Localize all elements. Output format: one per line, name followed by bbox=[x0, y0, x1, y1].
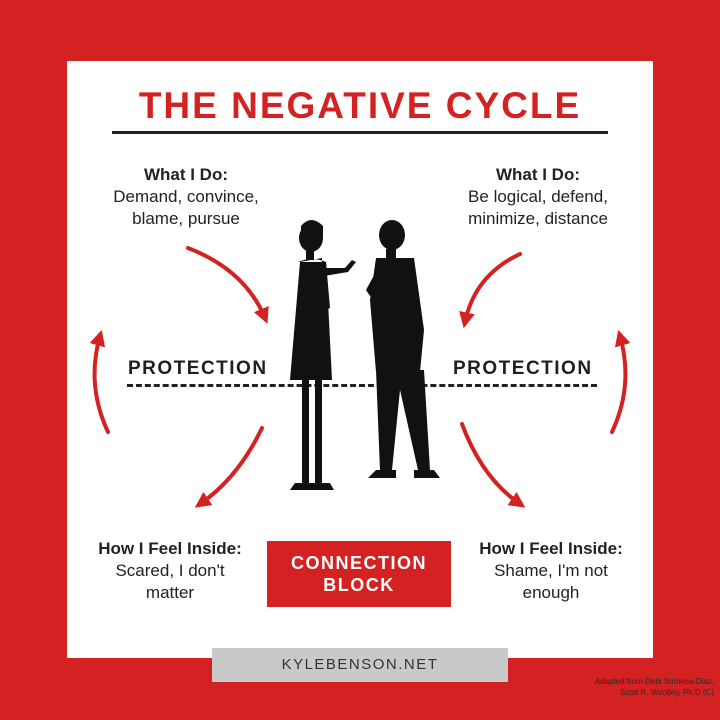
protection-label-right: PROTECTION bbox=[453, 358, 593, 379]
curved-arrow-icon bbox=[194, 426, 264, 508]
left-what-i-do: What I Do: Demand, convince, blame, purs… bbox=[76, 164, 296, 230]
curved-arrow-icon bbox=[460, 422, 526, 508]
connection-block-line1: CONNECTION bbox=[291, 553, 427, 573]
left-feel-text: Scared, I don't matter bbox=[115, 561, 225, 602]
man-silhouette-icon bbox=[366, 220, 440, 478]
left-feel-heading: How I Feel Inside: bbox=[98, 539, 242, 558]
right-do-heading: What I Do: bbox=[495, 165, 581, 184]
right-how-i-feel: How I Feel Inside: Shame, I'm not enough bbox=[441, 538, 661, 604]
curved-arrow-icon bbox=[459, 252, 522, 329]
left-do-text: Demand, convince, blame, pursue bbox=[113, 187, 259, 228]
right-feel-heading: How I Feel Inside: bbox=[479, 539, 623, 558]
protection-label-left: PROTECTION bbox=[128, 358, 268, 379]
title-underline bbox=[112, 131, 608, 134]
credit-line-2: Scott R. Woolley, Ph.D (C) bbox=[620, 688, 714, 697]
curved-arrow-icon bbox=[610, 329, 631, 434]
left-how-i-feel: How I Feel Inside: Scared, I don't matte… bbox=[60, 538, 280, 604]
diagram-title: THE NEGATIVE CYCLE bbox=[138, 85, 582, 126]
protection-dashed-line bbox=[127, 384, 597, 387]
left-do-heading: What I Do: bbox=[143, 165, 229, 184]
right-do-text: Be logical, defend, minimize, distance bbox=[468, 187, 608, 228]
credit-line-1: Adapted from Debi Srimeca-Diaz, bbox=[594, 677, 714, 686]
woman-silhouette-icon bbox=[290, 220, 356, 490]
connection-block-box: CONNECTION BLOCK bbox=[267, 541, 451, 607]
curved-arrow-icon bbox=[186, 246, 269, 324]
source-credit: Adapted from Debi Srimeca-Diaz, Scott R.… bbox=[514, 676, 714, 698]
curved-arrow-icon bbox=[89, 329, 110, 434]
connection-block-line2: BLOCK bbox=[323, 575, 395, 595]
right-what-i-do: What I Do: Be logical, defend, minimize,… bbox=[428, 164, 648, 230]
right-feel-text: Shame, I'm not enough bbox=[494, 561, 608, 602]
website-banner: KYLEBENSON.NET bbox=[212, 648, 508, 682]
